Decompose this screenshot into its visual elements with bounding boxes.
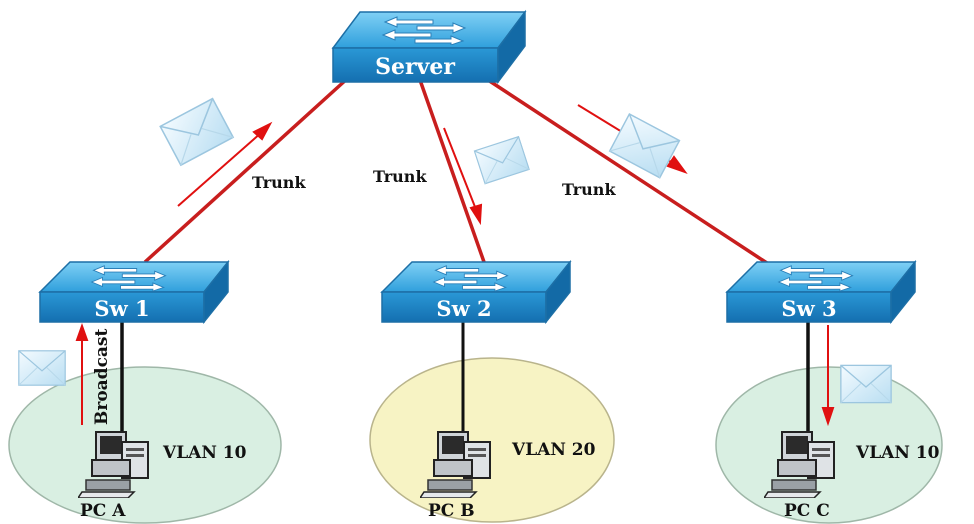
trunk-link-sw1 xyxy=(143,76,350,264)
server-label: Server xyxy=(375,54,455,80)
trunk-link-sw3 xyxy=(487,78,771,267)
envelope-icon-sw1-trunk xyxy=(159,97,235,167)
pc-a-label: PC A xyxy=(80,501,126,521)
envelope-icon-sw2-trunk xyxy=(473,135,531,185)
sw3-label: Sw 3 xyxy=(781,296,836,321)
trunk-label-sw2: Trunk xyxy=(373,167,427,186)
envelope-icon-pc-a xyxy=(18,349,66,387)
pc-c-label: PC C xyxy=(784,501,830,521)
arrow-to-pc-c xyxy=(821,325,835,427)
pc-c-vlan-label: VLAN 10 xyxy=(855,443,940,463)
broadcast-arrow-up xyxy=(75,323,89,425)
trunk-link-sw2 xyxy=(418,79,486,263)
trunk-label-sw1: Trunk xyxy=(252,173,306,192)
sw1-label: Sw 1 xyxy=(94,296,149,321)
trunk-label-sw3: Trunk xyxy=(562,180,616,199)
broadcast-label: Broadcast xyxy=(92,328,112,425)
pc-a-vlan-label: VLAN 10 xyxy=(162,443,247,463)
switch-sw3: Sw 3 xyxy=(725,259,917,325)
envelope-icon-pc-c xyxy=(840,364,892,404)
server-switch: Server xyxy=(331,9,527,85)
arrow-to-server xyxy=(177,121,273,207)
switch-sw2: Sw 2 xyxy=(380,259,572,325)
arrow-to-sw2 xyxy=(443,127,483,226)
sw2-label: Sw 2 xyxy=(436,296,491,321)
pc-b-label: PC B xyxy=(428,501,475,521)
pc-b-vlan-label: VLAN 20 xyxy=(511,440,596,460)
switch-sw1: Sw 1 xyxy=(38,259,230,325)
